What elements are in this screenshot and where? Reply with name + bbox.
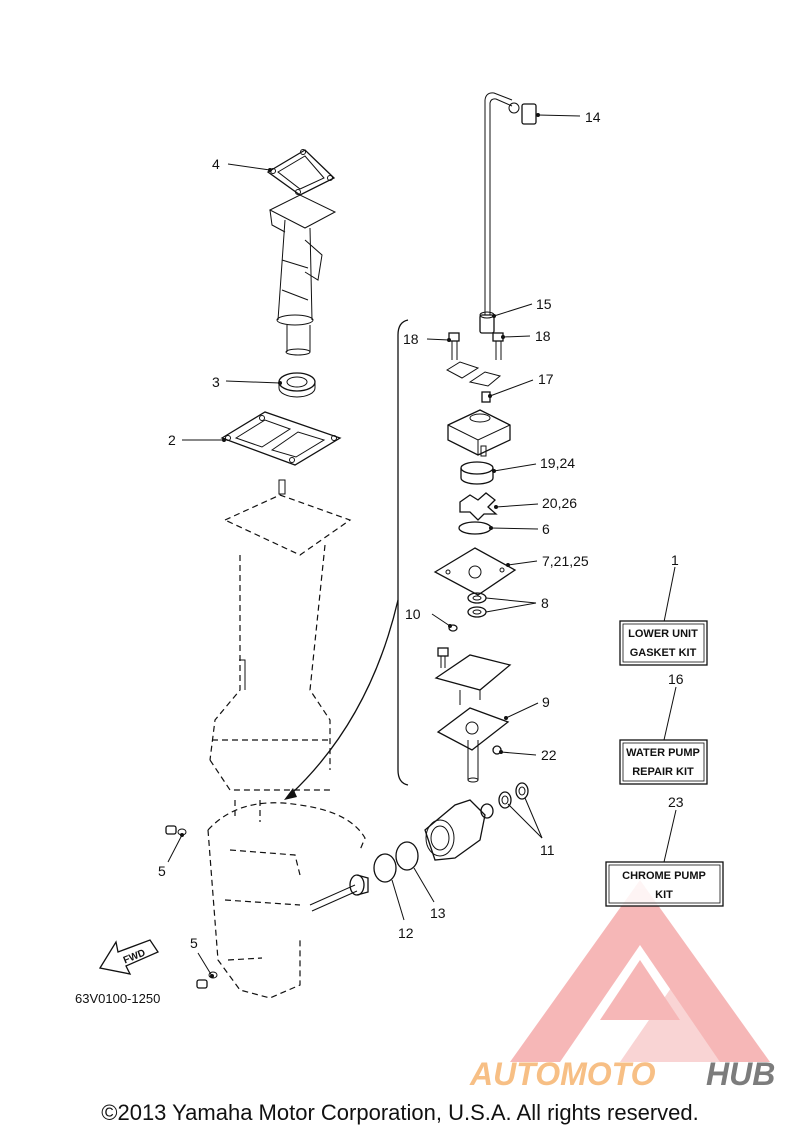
diagram-code: 63V0100-1250 [75, 991, 160, 1006]
gasket-6 [458, 521, 492, 535]
callout-14: 14 [585, 109, 601, 125]
callout-16: 16 [668, 671, 684, 687]
watermark-logo [510, 880, 770, 1062]
oring-12 [373, 853, 397, 883]
oring-13 [395, 841, 419, 871]
kit-lower-unit-line2: GASKET KIT [630, 647, 697, 659]
callout-3: 3 [212, 374, 220, 390]
upper-casing [209, 479, 352, 791]
callout-2: 2 [168, 432, 176, 448]
watermark-part1: AUTOMOTO [469, 1056, 656, 1092]
oil-seal-3 [278, 372, 316, 398]
plates-17 [445, 361, 502, 403]
callout-6: 6 [542, 521, 550, 537]
callout-12: 12 [398, 925, 414, 941]
lower-case-cap [434, 647, 512, 705]
kit-box-water-pump-repair: WATER PUMP REPAIR KIT [619, 739, 708, 785]
fwd-label: FWD [122, 948, 147, 967]
callout-19-24: 19,24 [540, 455, 575, 471]
callout-13: 13 [430, 905, 446, 921]
fwd-arrow-icon: FWD [98, 939, 159, 975]
callout-labels: 4 3 2 14 15 18 18 17 19,24 20,26 6 7,21,… [158, 109, 684, 951]
grommet-15 [479, 311, 495, 334]
lower-case [207, 800, 366, 999]
water-pipe [484, 92, 513, 315]
kit-chrome-pump-line2: KIT [655, 889, 673, 901]
gasket-9 [436, 707, 510, 751]
bearings-8 [467, 592, 487, 618]
assembly-arrow [289, 599, 399, 796]
outer-plate-7 [433, 547, 517, 596]
kit-water-pump-line1: WATER PUMP [626, 747, 700, 759]
propeller-shaft [309, 874, 369, 912]
pump-housing [447, 409, 511, 457]
kit-box-chrome-pump: CHROME PUMP KIT [605, 861, 724, 907]
callout-8: 8 [541, 595, 549, 611]
kit-water-pump-line2: REPAIR KIT [632, 766, 694, 778]
arrow-head [284, 788, 297, 800]
callout-23: 23 [668, 794, 684, 810]
propeller-housing [424, 799, 486, 861]
kit-bracket [397, 319, 409, 786]
callout-11: 11 [540, 842, 555, 858]
watermark-text: AUTOMOTO HUB [469, 1056, 775, 1092]
callout-15: 15 [536, 296, 552, 312]
insert-19-24 [460, 461, 494, 485]
callout-20-26: 20,26 [542, 495, 577, 511]
callout-1: 1 [671, 552, 679, 568]
drive-shaft [467, 740, 479, 783]
oring-10 [448, 624, 458, 632]
callout-18-right: 18 [535, 328, 551, 344]
bolts-18 [448, 332, 504, 360]
copyright-notice: ©2013 Yamaha Motor Corporation, U.S.A. A… [101, 1100, 699, 1125]
callout-5-upper: 5 [158, 863, 166, 879]
kit-lower-unit-line1: LOWER UNIT [628, 628, 698, 640]
exhaust-guide [268, 194, 337, 356]
callout-22: 22 [541, 747, 557, 763]
oil-seals-11 [480, 782, 529, 819]
callout-5-lower: 5 [190, 935, 198, 951]
impeller-20-26 [459, 492, 498, 521]
callout-18-left: 18 [403, 331, 419, 347]
callout-17: 17 [538, 371, 554, 387]
kit-chrome-pump-line1: CHROME PUMP [622, 870, 706, 882]
callout-4: 4 [212, 156, 220, 172]
callout-10: 10 [405, 606, 421, 622]
callout-7-21-25: 7,21,25 [542, 553, 589, 569]
grommet-14 [508, 102, 537, 125]
watermark-part2: HUB [706, 1056, 775, 1092]
kit-box-lower-unit-gasket: LOWER UNIT GASKET KIT [619, 620, 708, 666]
gasket-2 [220, 411, 342, 466]
leader-lines [167, 113, 677, 978]
callout-9: 9 [542, 694, 550, 710]
gasket-4 [266, 149, 336, 196]
